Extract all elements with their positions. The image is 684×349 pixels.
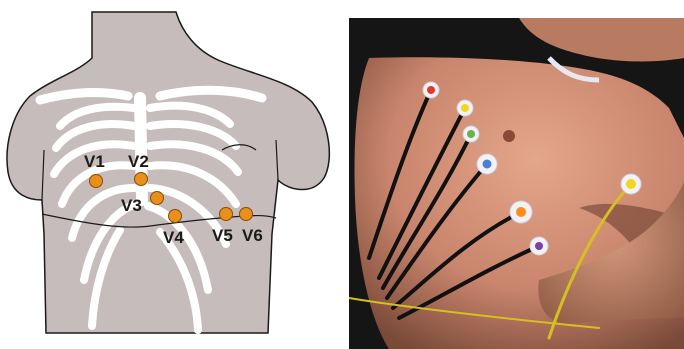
electrode-v4 — [169, 210, 182, 223]
electrode-v5 — [220, 208, 233, 221]
photo-electrode-5 — [510, 201, 532, 223]
nipple — [503, 130, 515, 142]
lead-label-v4: V4 — [163, 228, 184, 247]
lead-label-v6: V6 — [242, 226, 263, 245]
lead-label-v1: V1 — [84, 152, 105, 171]
photo-electrode-4 — [477, 154, 497, 174]
electrode-v6 — [240, 208, 253, 221]
photo-electrode-6 — [530, 237, 548, 255]
photo-electrode-3 — [463, 126, 479, 142]
photo-electrode-limb — [621, 174, 641, 194]
chest-lead-diagram: V1 V2 V3 V4 V5 V6 — [0, 0, 340, 349]
photo-electrode-1 — [423, 82, 439, 98]
electrode-v3 — [151, 192, 164, 205]
electrode-v1 — [90, 175, 103, 188]
lead-label-v3: V3 — [121, 196, 142, 215]
photo-electrode-2 — [457, 100, 473, 116]
ecg-patient-photo — [349, 18, 684, 349]
electrode-v2 — [135, 173, 148, 186]
lead-label-v2: V2 — [128, 152, 149, 171]
lead-label-v5: V5 — [212, 226, 233, 245]
